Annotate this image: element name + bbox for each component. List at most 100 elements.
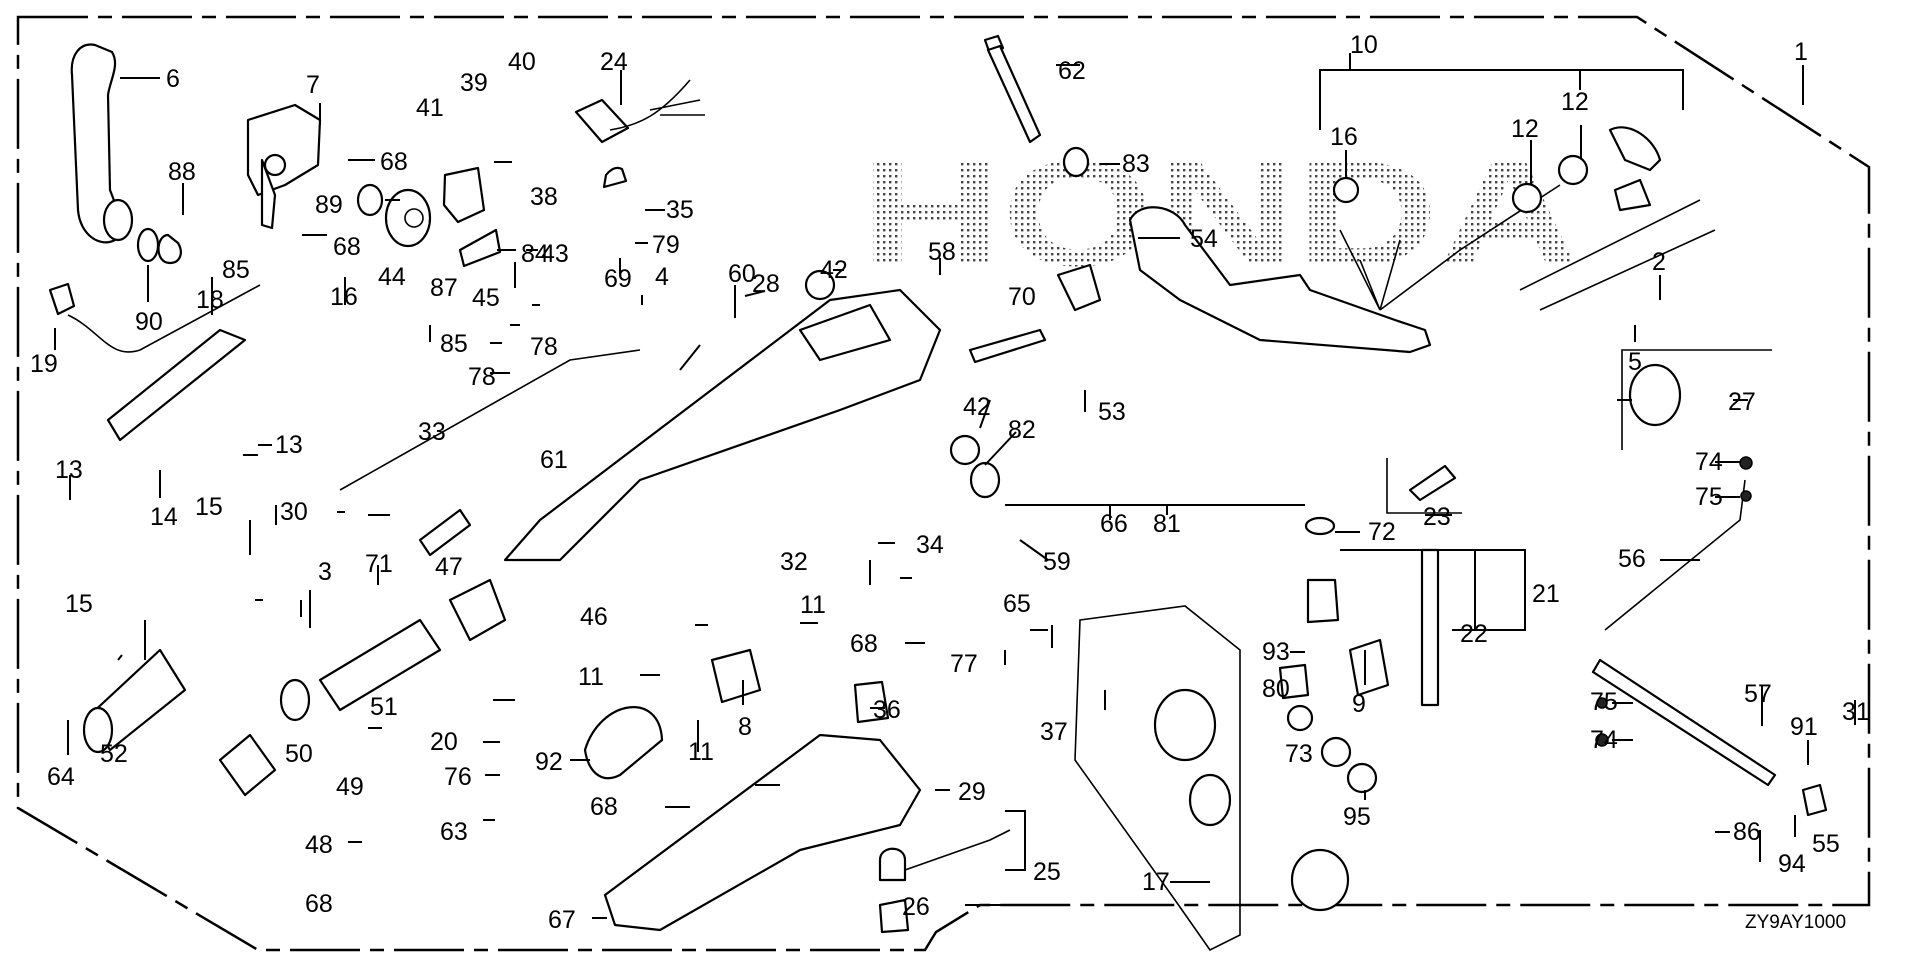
part-throttle-cap [448, 578, 507, 642]
part-24-switch-harness [574, 79, 705, 144]
callout-56: 56 [1618, 545, 1646, 573]
part-21-emergency-stop-switch [1304, 516, 1340, 624]
callout-35: 35 [666, 196, 694, 224]
part-22-lanyard [1420, 548, 1440, 707]
callout-17: 17 [1142, 868, 1170, 896]
part-6-handle-grip [70, 43, 134, 244]
part-23-box [1386, 458, 1462, 514]
part-38-cover [442, 166, 486, 224]
part-50-ring [279, 678, 311, 722]
callout-33: 33 [418, 418, 446, 446]
part-42-grommet-upper [804, 269, 836, 301]
watermark-honda: HONDA [860, 129, 1580, 297]
callout-39: 39 [460, 69, 488, 97]
part-62-bolt [983, 34, 1042, 144]
callout-3: 3 [318, 558, 332, 586]
callout-77: 77 [950, 650, 978, 678]
callout-78-b: 78 [468, 363, 496, 391]
callout-82: 82 [1008, 416, 1036, 444]
callout-40: 40 [508, 48, 536, 76]
part-9-collar [1348, 638, 1390, 697]
callout-22: 22 [1460, 620, 1488, 648]
part-90-o-ring [136, 227, 160, 263]
part-92-cover [583, 706, 664, 780]
part-55-knob [1801, 783, 1828, 817]
callout-70: 70 [1008, 283, 1036, 311]
part-12-clip-b [1557, 154, 1589, 186]
part-19-connector-cover [48, 282, 76, 316]
callout-81: 81 [1153, 510, 1181, 538]
callout-48: 48 [305, 831, 333, 859]
callout-43: 43 [541, 240, 569, 268]
part-33-rod [339, 349, 641, 491]
callout-68-e: 68 [305, 890, 333, 918]
callout-9: 9 [1352, 690, 1366, 718]
callout-86: 86 [1733, 818, 1761, 846]
part-42-grommet-lower [949, 434, 981, 466]
part-16-grommet [1332, 176, 1360, 204]
callout-68-b: 68 [333, 233, 361, 261]
callout-74-a: 74 [1695, 448, 1723, 476]
part-tiller-housing [798, 303, 892, 362]
callout-53: 53 [1098, 398, 1126, 426]
callout-36: 36 [873, 696, 901, 724]
part-74-nut-upper [1739, 456, 1753, 470]
part-75-washer-lower [1596, 697, 1608, 709]
callout-38: 38 [530, 183, 558, 211]
callout-64: 64 [47, 763, 75, 791]
part-17-ignition-switch-outline [1074, 605, 1241, 952]
callout-52: 52 [100, 740, 128, 768]
part-23-clip [1408, 464, 1457, 502]
callout-16-b: 16 [1330, 123, 1358, 151]
callout-75-a: 75 [1695, 483, 1723, 511]
part-88-collar [157, 233, 182, 265]
part-52-grip [82, 648, 187, 754]
callout-63: 63 [440, 818, 468, 846]
callout-14: 14 [150, 503, 178, 531]
callout-62: 62 [1058, 57, 1086, 85]
callout-50: 50 [285, 740, 313, 768]
part-73-nut [1320, 736, 1352, 768]
callout-10: 10 [1350, 31, 1378, 59]
callout-66: 66 [1100, 510, 1128, 538]
callout-74-b: 74 [1590, 726, 1618, 754]
callout-60: 60 [728, 260, 756, 288]
callout-8: 8 [738, 713, 752, 741]
callout-24: 24 [600, 48, 628, 76]
callout-11-b: 11 [578, 663, 604, 691]
part-grip-inner [218, 733, 277, 797]
callout-25: 25 [1033, 858, 1061, 886]
callout-79: 79 [652, 231, 680, 259]
callout-12-b: 12 [1561, 88, 1589, 116]
part-82-washer [969, 461, 1001, 499]
callout-5: 5 [1628, 348, 1642, 376]
callout-54: 54 [1190, 225, 1218, 253]
callout-27: 27 [1728, 388, 1756, 416]
part-89-washer [356, 183, 384, 217]
part-45-plate [458, 228, 502, 268]
callout-16-a: 16 [330, 283, 358, 311]
callout-44: 44 [378, 263, 406, 291]
callout-91: 91 [1790, 713, 1818, 741]
callout-29: 29 [958, 778, 986, 806]
callout-45: 45 [472, 284, 500, 312]
part-27-plug [1621, 349, 1772, 450]
callout-31: 31 [1842, 698, 1870, 726]
callout-76: 76 [444, 763, 472, 791]
callout-83: 83 [1122, 150, 1150, 178]
callout-7: 7 [306, 71, 320, 99]
callout-21: 21 [1532, 580, 1560, 608]
callout-13-b: 13 [275, 431, 303, 459]
callout-12-a: 12 [1511, 115, 1539, 143]
callout-2: 2 [1652, 248, 1666, 276]
callout-34: 34 [916, 531, 944, 559]
part-36-pad [853, 680, 890, 724]
part-17-ignition-switch [1153, 688, 1350, 912]
leader-lines [54, 53, 1856, 919]
callout-88: 88 [168, 158, 196, 186]
callout-84: 84 [521, 240, 549, 268]
part-53-stopper [1056, 263, 1102, 312]
callout-26: 26 [902, 893, 930, 921]
callout-51: 51 [370, 693, 398, 721]
part-75-washer-upper [1740, 490, 1752, 502]
